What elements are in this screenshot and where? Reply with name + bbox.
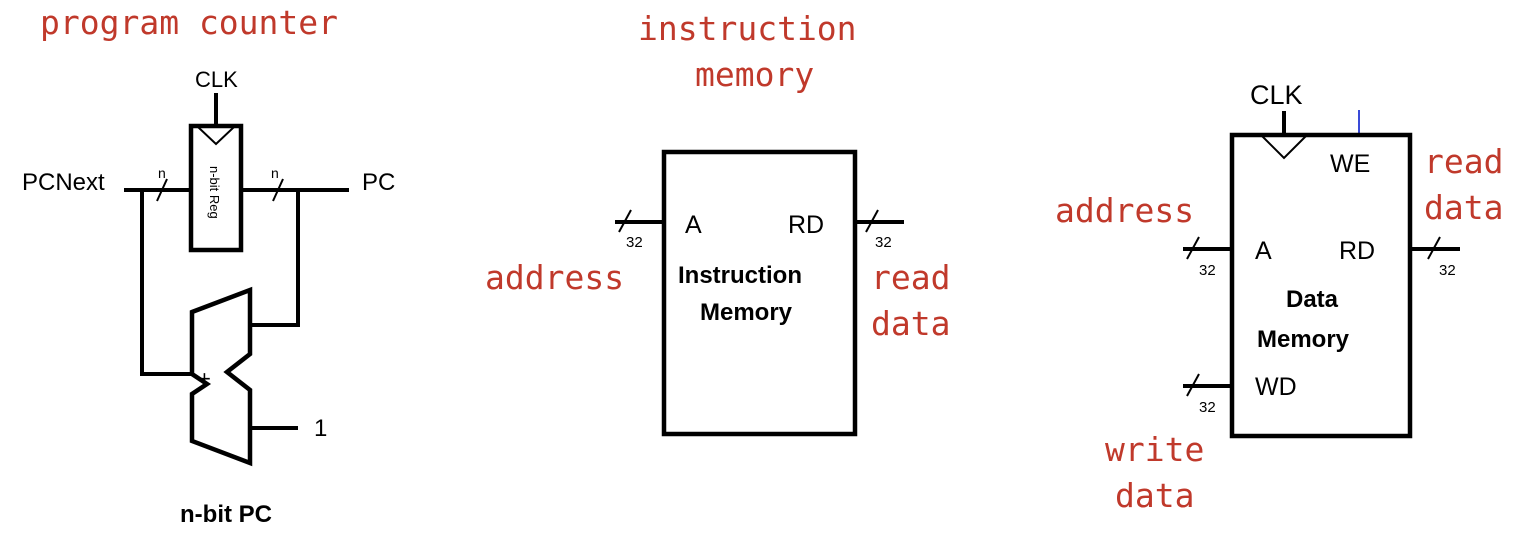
dmem-wd-bus-width: 32 <box>1199 399 1216 416</box>
pc-label: PC <box>362 169 395 196</box>
imem-address-bus-width: 32 <box>626 234 643 251</box>
dmem-wd-slash <box>1186 373 1200 397</box>
pc-bus-width: n <box>271 165 279 181</box>
imem-read-data-line2: data <box>871 304 950 343</box>
dmem-rd-slash <box>1427 236 1441 260</box>
dmem-address-bus-width: 32 <box>1199 262 1216 279</box>
imem-title-line1: instruction <box>638 9 857 48</box>
pcnext-label: PCNext <box>22 169 105 196</box>
pc-caption: n-bit PC <box>180 501 272 528</box>
dmem-port-a: A <box>1255 237 1272 265</box>
data-memory-block <box>1229 132 1413 439</box>
data-memory-group: CLK WE A RD Data Memory WD 32 32 32 addr… <box>1055 80 1503 515</box>
pcnext-feedback-wire <box>140 190 192 376</box>
register-label: n-bit Reg <box>207 166 222 219</box>
imem-name-line2: Memory <box>700 299 793 326</box>
imem-rd-bus-width: 32 <box>875 234 892 251</box>
instruction-memory-block <box>661 149 858 437</box>
program-counter-group: program counter CLK n-bit Reg PCNext n n… <box>22 3 395 528</box>
pcnext-bus-slash <box>156 178 168 202</box>
adder-shape <box>189 286 253 467</box>
dmem-name-line2: Memory <box>1257 326 1350 353</box>
register-clock-triangle <box>197 126 235 146</box>
imem-title-line2: memory <box>695 55 814 94</box>
dmem-write-data-line1: write <box>1105 430 1204 469</box>
pc-feedback-wire <box>250 190 300 327</box>
const-one-label: 1 <box>314 415 327 442</box>
dmem-port-wd: WD <box>1255 373 1297 401</box>
imem-read-data-line1: read <box>871 258 950 297</box>
dmem-clock-triangle <box>1261 135 1307 160</box>
dmem-read-data-line2: data <box>1424 188 1503 227</box>
imem-rd-slash <box>865 209 879 233</box>
dmem-address-label: address <box>1055 191 1194 230</box>
dmem-rd-bus-width: 32 <box>1439 262 1456 279</box>
imem-address-label: address <box>485 258 624 297</box>
dmem-write-data-line2: data <box>1115 476 1194 515</box>
pc-bus-slash <box>272 178 284 202</box>
imem-name-line1: Instruction <box>678 262 802 289</box>
imem-port-rd: RD <box>788 211 824 239</box>
dmem-we-label: WE <box>1330 150 1370 178</box>
imem-address-slash <box>618 209 632 233</box>
pc-clk-label: CLK <box>195 67 238 92</box>
dmem-clk-label: CLK <box>1250 80 1303 110</box>
dmem-port-rd: RD <box>1339 237 1375 265</box>
dmem-address-slash <box>1186 236 1200 260</box>
dmem-read-data-line1: read <box>1424 142 1503 181</box>
adder-plus-sign: + <box>198 366 211 391</box>
imem-port-a: A <box>685 211 702 239</box>
pcnext-bus-width: n <box>158 165 166 181</box>
instruction-memory-group: instruction memory A RD Instruction Memo… <box>485 9 950 437</box>
dmem-name-line1: Data <box>1286 286 1339 313</box>
program-counter-title: program counter <box>40 3 338 42</box>
